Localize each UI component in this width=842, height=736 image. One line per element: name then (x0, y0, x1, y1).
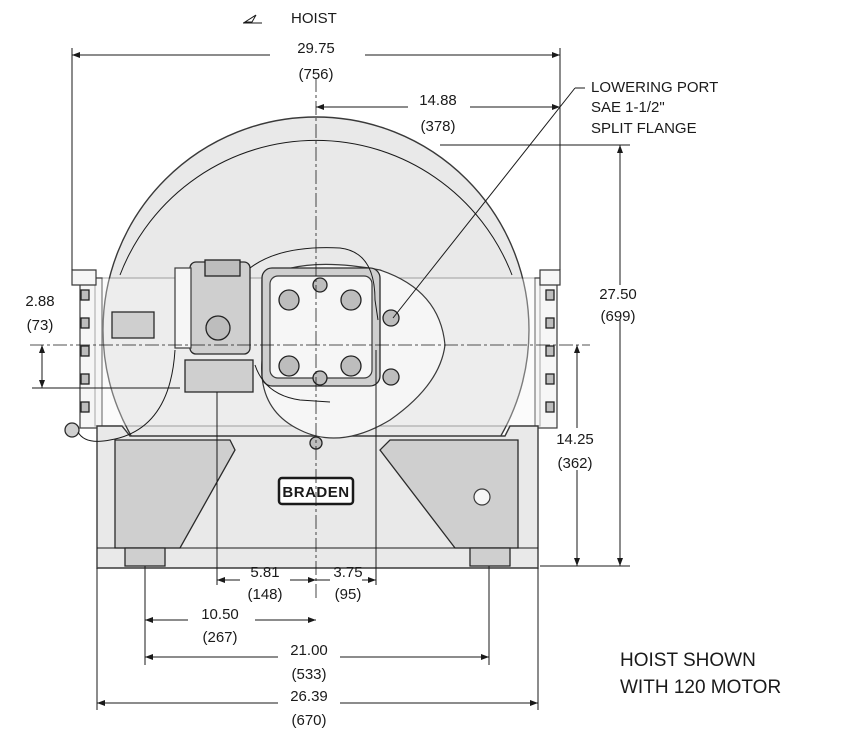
dim-mount-spacing-inch: 21.00 (290, 642, 328, 659)
lowering-port-bolt-bottom (382, 368, 400, 386)
dim-overall-width-mm: (756) (298, 66, 333, 83)
callout-line-1: LOWERING PORT (591, 79, 718, 96)
dim-half-width-mm: (378) (420, 118, 455, 135)
dim-port-offset-inch: 2.88 (25, 293, 54, 310)
dim-centerline-height-mm: (362) (557, 455, 592, 472)
dim-port-offset-mm: (73) (27, 317, 54, 334)
callout-line-3: SPLIT FLANGE (591, 120, 697, 137)
lowering-port-callout: LOWERING PORT SAE 1-1/2" SPLIT FLANGE (591, 79, 718, 137)
dim-left-offset-inch: 5.81 (250, 564, 279, 581)
dimension-labels: 29.75 (756) 14.88 (378) 27.50 (699) 2.88… (25, 40, 636, 729)
dim-total-height-inch: 27.50 (599, 286, 637, 303)
right-lug (539, 269, 561, 286)
base-right-panel (379, 439, 519, 549)
caption-line-1: HOIST SHOWN (620, 650, 756, 671)
dim-half-width-inch: 14.88 (419, 92, 457, 109)
dim-centerline-height-inch: 14.25 (556, 431, 594, 448)
motor-bolts (278, 277, 362, 386)
caption: HOIST SHOWN WITH 120 MOTOR (620, 650, 781, 698)
dim-left-offset-mm: (148) (247, 586, 282, 603)
caption-line-2: WITH 120 MOTOR (620, 677, 781, 698)
hoist-legend: HOIST (243, 10, 337, 27)
dim-right-offset-mm: (95) (335, 586, 362, 603)
hose-top (249, 247, 379, 321)
lowering-port-bolt-top (382, 309, 400, 327)
valve-side-fittings (174, 267, 192, 349)
valve-knob (205, 315, 231, 341)
callout-line-2: SAE 1-1/2" (591, 99, 665, 116)
hose-left (77, 349, 176, 442)
dim-base-width-mm: (670) (291, 712, 326, 729)
side-bolts (80, 289, 555, 413)
hoist-body: BRADEN (64, 116, 561, 569)
dim-overall-width-inch: 29.75 (297, 40, 335, 57)
left-lug (71, 269, 97, 286)
hose-end (64, 422, 80, 438)
nameplate (111, 311, 155, 339)
guard-rim (119, 139, 513, 276)
dim-half-mount-inch: 10.50 (201, 606, 239, 623)
dim-base-width-inch: 26.39 (290, 688, 328, 705)
dimension-lines (32, 48, 630, 710)
dim-half-mount-mm: (267) (202, 629, 237, 646)
left-foot-pad (124, 547, 166, 567)
valve-cap (204, 259, 241, 277)
hose-lower (254, 364, 331, 403)
hoist-symbol-icon (243, 14, 262, 24)
brake-valve-housing (184, 359, 254, 393)
hoist-legend-label: HOIST (291, 10, 337, 27)
base-left-panel (114, 439, 236, 549)
base-hole (473, 488, 491, 506)
dim-right-offset-inch: 3.75 (333, 564, 362, 581)
dim-mount-spacing-mm: (533) (291, 666, 326, 683)
dim-total-height-mm: (699) (600, 308, 635, 325)
right-foot-pad (469, 547, 511, 567)
